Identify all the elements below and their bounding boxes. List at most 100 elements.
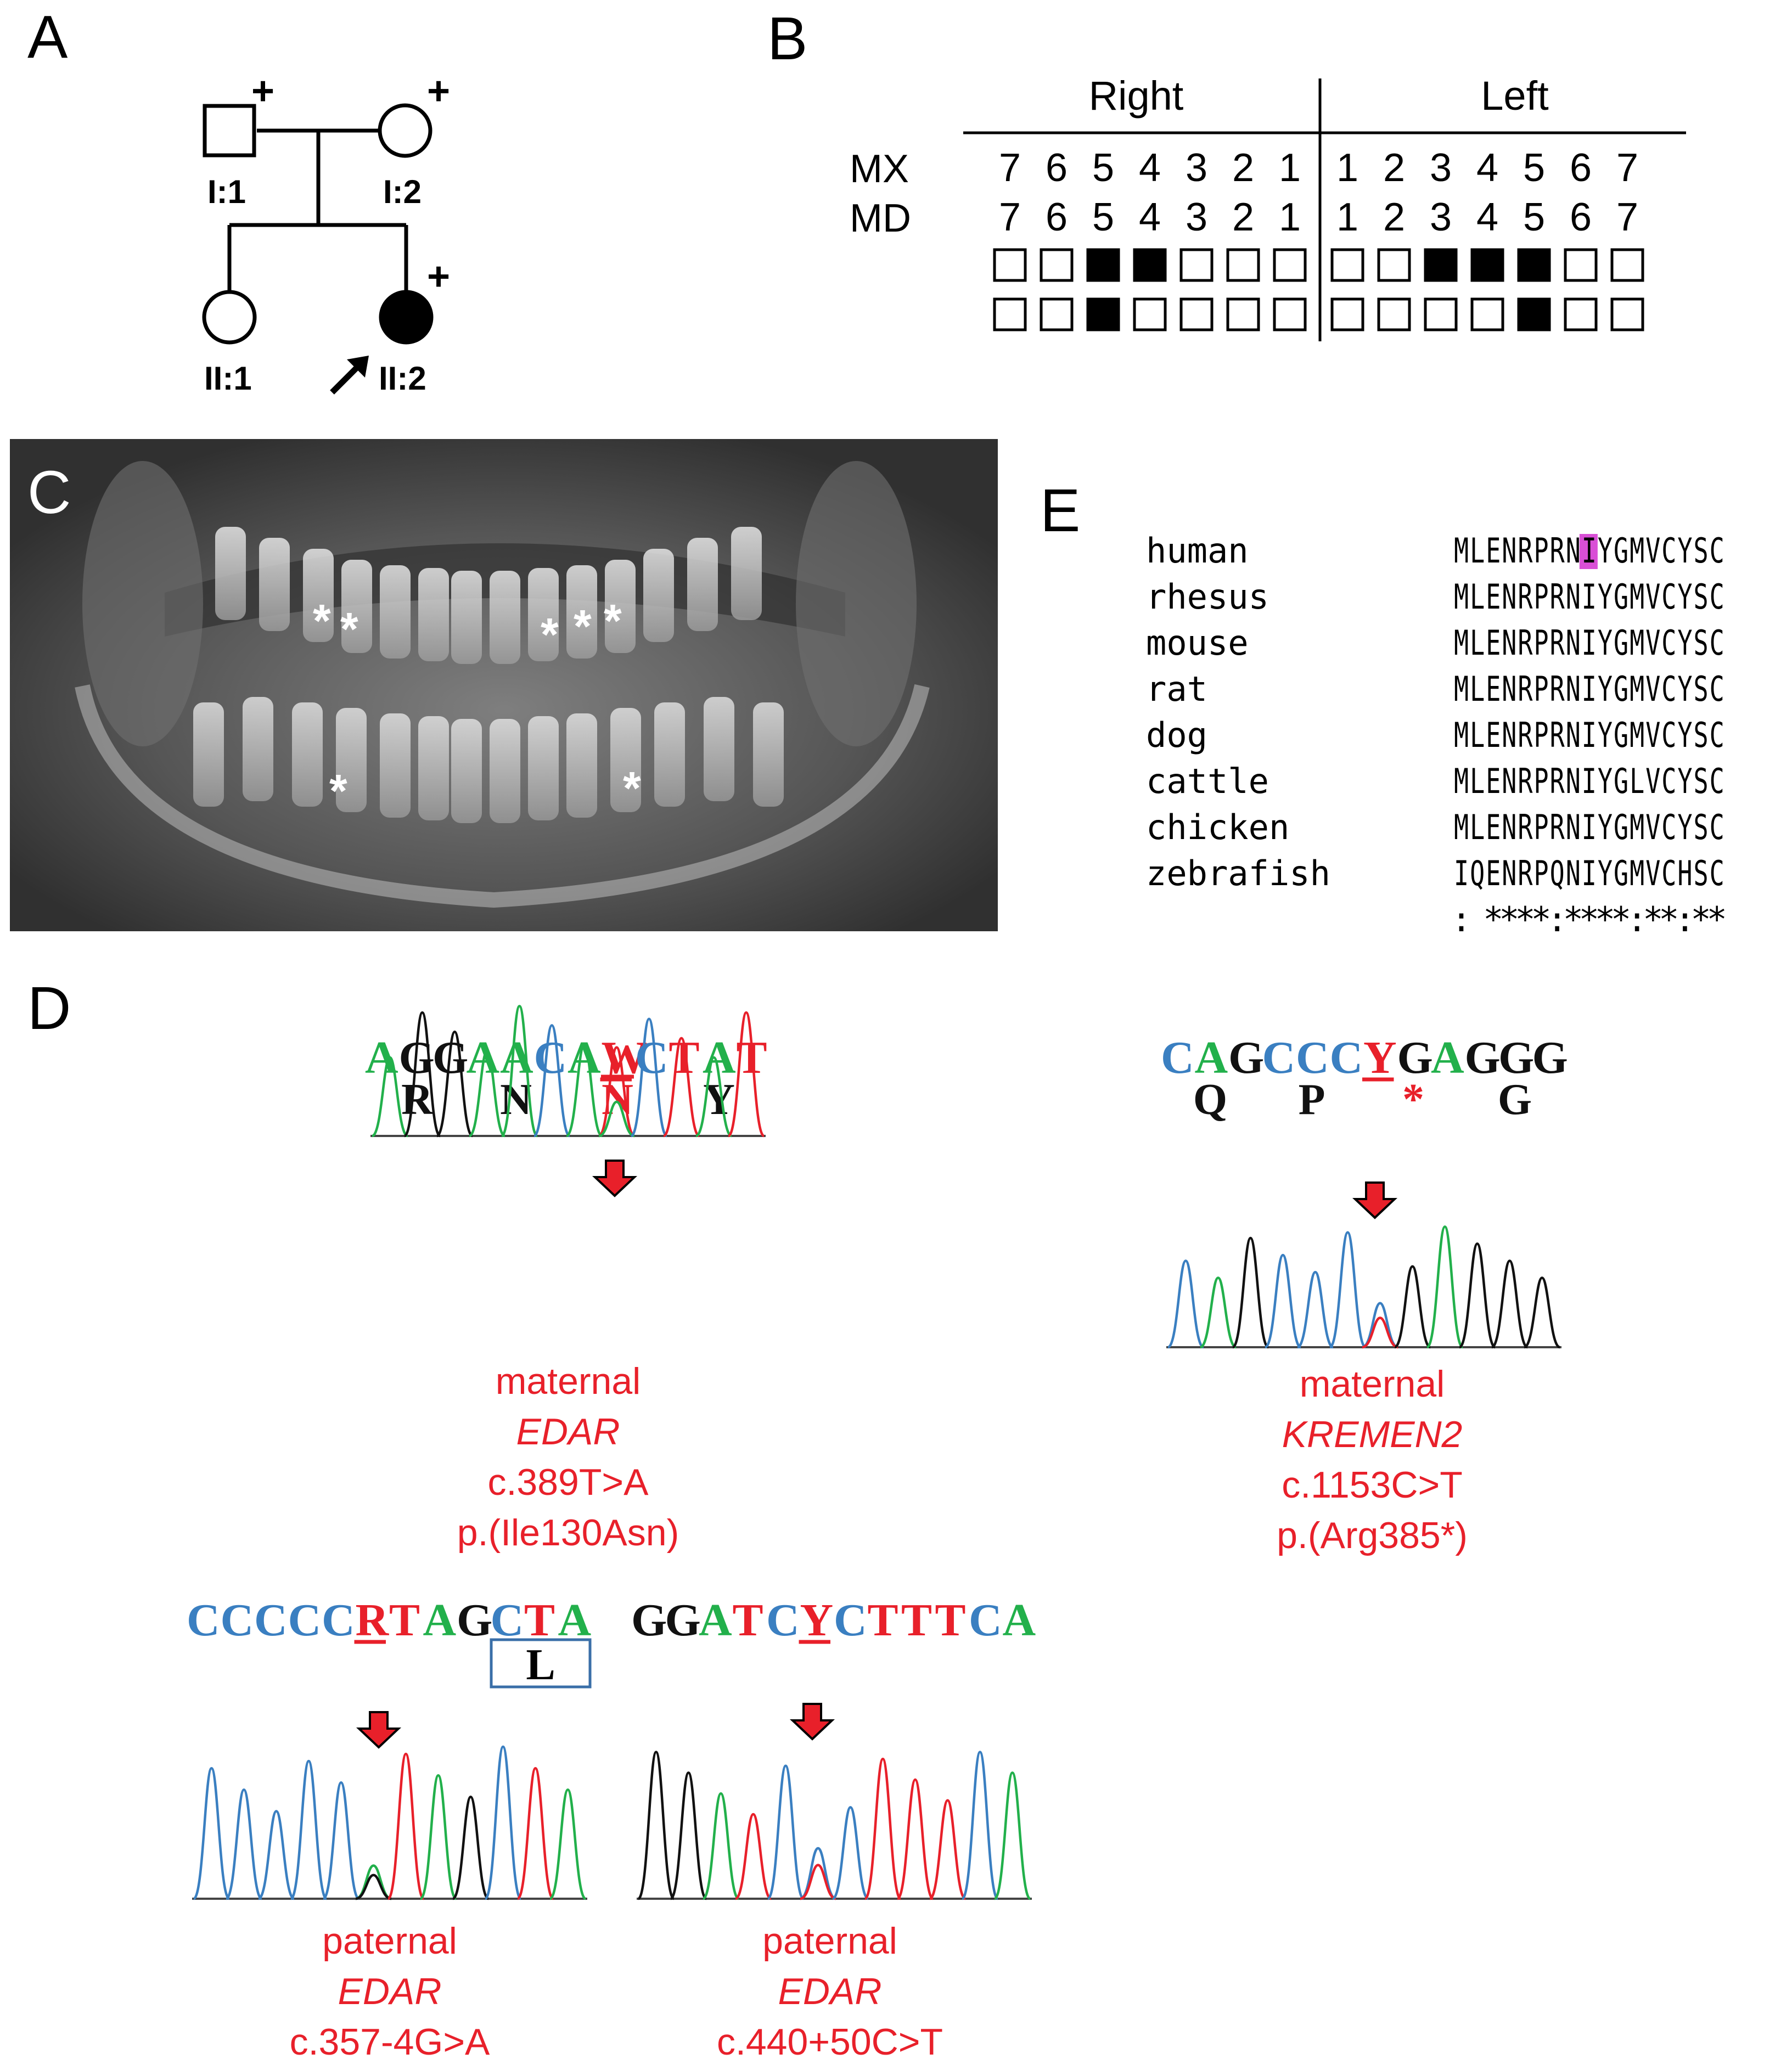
trace-peak — [727, 1011, 766, 1138]
consensus-symbol: * — [1499, 899, 1519, 939]
residue: Y — [1677, 623, 1692, 663]
radiograph-lower-tooth — [193, 702, 224, 807]
missing-marker: * — [340, 603, 358, 655]
individual-i1-symbol — [203, 104, 256, 157]
residue: C — [1661, 807, 1676, 847]
tooth-box-mx-present — [1040, 248, 1074, 282]
residue: G — [1614, 807, 1628, 847]
base-letter: T — [733, 1595, 763, 1646]
missing-marker: * — [623, 762, 641, 814]
residue: M — [1630, 715, 1644, 755]
individual-i2-symbol — [378, 103, 432, 158]
radiograph-lower-tooth — [380, 713, 411, 818]
tooth-number-mx: 2 — [1232, 146, 1254, 190]
trace-peak — [929, 1799, 967, 1900]
residue: V — [1645, 669, 1660, 709]
variant-origin: maternal — [496, 1360, 641, 1402]
residue: V — [1645, 577, 1660, 617]
panel-letter-b: B — [767, 5, 807, 72]
residue: S — [1694, 761, 1709, 801]
residue: C — [1710, 715, 1724, 755]
residue: R — [1518, 715, 1533, 755]
trace-peak — [863, 1757, 902, 1900]
trace-peak — [630, 1017, 669, 1138]
radiograph-upper-tooth — [528, 568, 559, 661]
trace-peak — [192, 1766, 231, 1900]
trace-peak — [355, 1873, 392, 1900]
md-row-label: MD — [850, 196, 911, 240]
base-letter: C — [1330, 1032, 1363, 1083]
residue: Y — [1598, 669, 1613, 709]
variant-origin: paternal — [322, 1920, 457, 1962]
residue: P — [1534, 761, 1549, 801]
mutant-amino-acid: * — [1402, 1076, 1424, 1124]
residue: H — [1677, 853, 1692, 893]
residue: P — [1534, 715, 1549, 755]
residue: L — [1630, 761, 1644, 801]
consensus-symbol: * — [1483, 899, 1503, 939]
trace-peak — [533, 1024, 571, 1138]
tooth-box-mx-missing — [1086, 248, 1120, 282]
base-letter: G — [457, 1595, 492, 1646]
radiograph-upper-tooth — [380, 565, 411, 659]
trace-peak — [322, 1781, 360, 1900]
residue: G — [1614, 577, 1628, 617]
base-letter: A — [558, 1595, 592, 1646]
tooth-number-mx: 1 — [1279, 146, 1301, 190]
residue: L — [1470, 807, 1485, 847]
tooth-box-md-present — [1564, 297, 1598, 331]
residue: C — [1710, 761, 1724, 801]
base-letter: C — [187, 1595, 220, 1646]
consensus-symbol: * — [1595, 899, 1615, 939]
missing-marker: * — [541, 609, 559, 660]
residue: G — [1614, 531, 1628, 571]
residue: E — [1486, 761, 1501, 801]
trace-peak — [257, 1810, 295, 1900]
tooth-number-md: 3 — [1430, 195, 1452, 239]
residue: Y — [1677, 807, 1692, 847]
tooth-box-mx-missing — [1470, 248, 1504, 282]
tooth-number-mx: 6 — [1046, 146, 1068, 190]
residue: M — [1454, 761, 1469, 801]
base-letter: A — [423, 1595, 457, 1646]
trace-peak — [436, 1030, 474, 1138]
trace-peak — [800, 1864, 836, 1900]
trace-peak — [1362, 1302, 1398, 1349]
consensus-symbol: : — [1547, 899, 1567, 939]
trace-peak — [766, 1764, 805, 1900]
tooth-box-mx-present — [1564, 248, 1598, 282]
tooth-number-mx: 7 — [1616, 146, 1638, 190]
trace-peak — [1296, 1270, 1334, 1349]
residue: Y — [1677, 669, 1692, 709]
radiograph-lower-tooth — [292, 702, 323, 807]
tooth-box-md-present — [1330, 297, 1364, 331]
residue: C — [1710, 531, 1724, 571]
residue: M — [1454, 807, 1469, 847]
radiograph-lower-tooth — [336, 708, 367, 812]
residue: R — [1550, 623, 1565, 663]
base-letter: C — [534, 1032, 568, 1083]
base-letter: G — [1532, 1032, 1568, 1083]
trace-peak — [1491, 1259, 1529, 1349]
residue: I — [1582, 623, 1597, 663]
trace-peak — [702, 1792, 740, 1900]
trace-peak — [355, 1864, 392, 1900]
tooth-box-mx-present — [1273, 248, 1307, 282]
residue: E — [1486, 669, 1501, 709]
label-i2: I:2 — [383, 173, 422, 210]
trace-peak — [419, 1774, 458, 1900]
residue: M — [1454, 577, 1469, 617]
radiograph-upper-tooth — [259, 538, 290, 631]
tooth-box-mx-present — [1330, 248, 1364, 282]
tooth-number-md: 1 — [1336, 195, 1358, 239]
residue: R — [1518, 761, 1533, 801]
tooth-boxes — [993, 248, 1644, 331]
tooth-box-md-present — [1273, 297, 1307, 331]
residue: R — [1518, 531, 1533, 571]
residue: N — [1566, 853, 1581, 893]
highlighted-residue-bg — [1579, 534, 1598, 569]
residue: R — [1550, 669, 1565, 709]
residue: P — [1534, 577, 1549, 617]
trace-peak — [289, 1759, 328, 1900]
